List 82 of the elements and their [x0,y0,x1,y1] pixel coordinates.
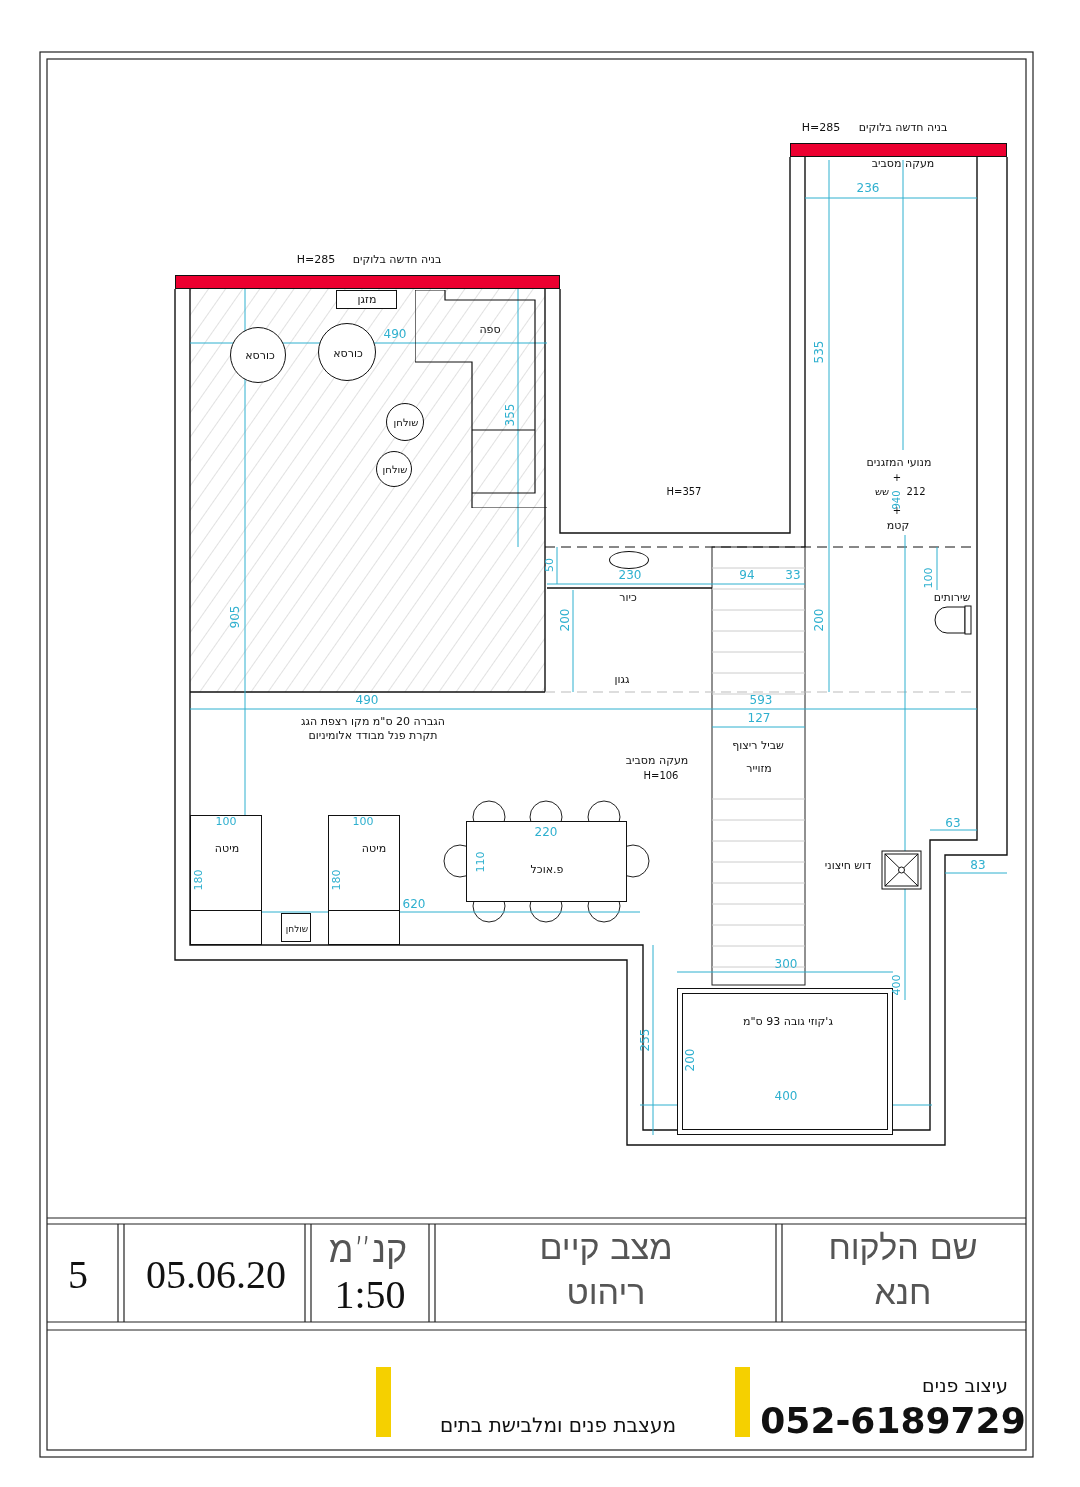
plan-note: H=357 [666,485,702,497]
title-block-text: חנא [874,1274,932,1312]
dimension-label: 490 [383,328,407,342]
furniture-label: כורסא [333,347,363,361]
fixture-label: דוש חיצוני [824,859,872,873]
dimension-label: 100 [352,815,374,829]
dimension-label: 94 [739,569,755,583]
furniture-label: מיטה [361,842,387,856]
dimension-label: 255 [639,1028,653,1052]
title-block-text: שם הלקוח [828,1229,978,1267]
dimension-label: 200 [559,608,573,632]
dimension-label: 180 [192,869,206,891]
dimension-label: 50 [543,558,557,572]
dimension-label: 300 [774,958,798,972]
dimension-label: 83 [970,859,986,873]
dimension-label: 63 [945,817,961,831]
dining-table [466,821,627,902]
wall-note: H=285 [801,121,841,135]
title-block-text: קנ”מ [328,1230,408,1270]
dimension-label: 200 [813,608,827,632]
dimension-label: 100 [922,567,936,589]
title-block-text: ריהוט [566,1274,646,1312]
tagline: מעצבת פנים ומלבישת בתים [439,1414,677,1436]
furniture-label: שולחן [285,923,309,935]
furniture-label: מיטה [214,842,240,856]
plan-note: גגון [614,673,630,687]
plan-note: מזוייר [746,762,772,776]
air-conditioner [336,290,397,309]
wall-note: בניה חדשה בלוקים [858,121,948,135]
wall-note: בניה חדשה בלוקים [352,253,442,267]
fixture-label: כיור [619,591,637,605]
plan-note: שש [874,485,890,497]
furniture-label: שולחן [382,464,408,476]
dimension-label: 220 [534,826,558,840]
plan-note: הגברה 20 ס"מ מקו רצפת הגג [301,715,445,729]
furniture-label: שולחן [393,417,419,429]
bed [190,815,262,945]
dimension-label: 230 [618,569,642,583]
dimension-label: 535 [813,340,827,364]
plan-note: + [892,471,902,483]
title-block-text: 1:50 [334,1273,406,1317]
plan-note: 212 [906,485,926,497]
plan-note: קטמ [886,519,910,533]
dimension-label: 355 [504,403,518,427]
plan-note: תקרת פנל מבודד אלומיניום [308,729,438,743]
phone-number: 052-6189729 [760,1401,1026,1441]
dimension-label: 593 [749,694,773,708]
dimension-label: 236 [856,182,880,196]
plan-note: מעקה מסביב [871,157,935,171]
dimension-label: 110 [474,851,488,873]
furniture-label: ג'קוזי גובה 93 ס"מ [743,1015,833,1029]
dimension-label: 127 [747,712,771,726]
wall-note: H=285 [296,253,336,267]
plan-note: שביל ריצוף [732,739,784,753]
sink [609,551,649,569]
plan-note: מעקה מסביב [625,754,689,768]
dimension-label: 33 [785,569,801,583]
furniture-label: כורסא [245,349,275,363]
contact-text: עיצוב פנים [922,1374,1008,1396]
side-table [281,913,311,942]
dimension-label: 940 [890,490,902,510]
title-block-text: 5 [68,1253,88,1297]
dimension-label: 905 [229,605,243,629]
furniture-label: מזגן [357,293,377,307]
dimension-label: 620 [402,898,426,912]
furniture-label: פ.אוכל [530,863,564,877]
dimension-label: 490 [355,694,379,708]
fixture-label: שירותים [933,591,971,605]
toilet-symbol [933,605,973,635]
dimension-label: 180 [330,869,344,891]
dimension-label: 100 [215,815,237,829]
bed [328,815,400,945]
dimension-label: 400 [774,1090,798,1104]
dimension-label: 200 [684,1048,698,1072]
title-block-text: 05.06.20 [146,1253,286,1297]
plan-note: מנועי המזגנים [866,456,932,470]
jacuzzi [677,988,893,1135]
title-block-text: מצב קיים [539,1229,673,1267]
dimension-label: 400 [890,974,904,996]
furniture-label: ספה [479,323,501,337]
plan-note: H=106 [643,769,679,781]
shower-tray [881,850,922,890]
